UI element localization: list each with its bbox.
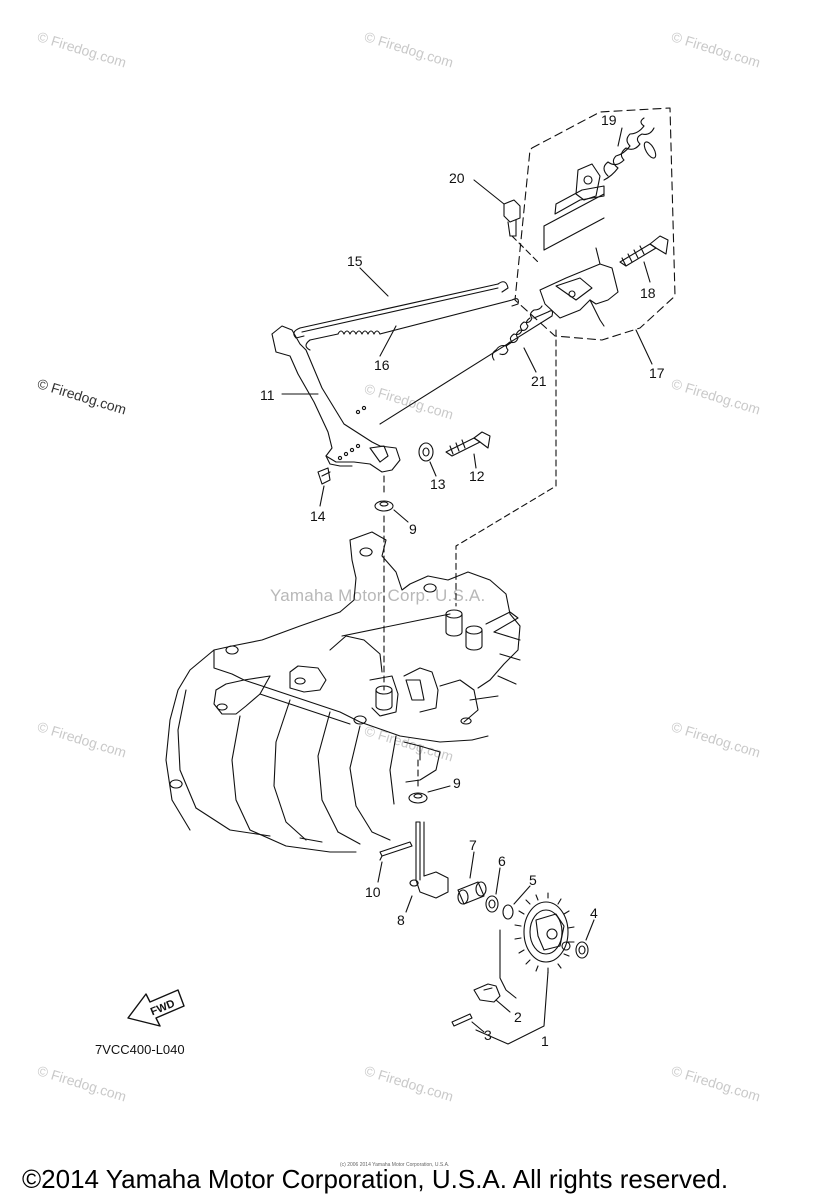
callout-21: 21 [531, 373, 547, 389]
leader-7 [469, 851, 475, 879]
lever-11 [271, 325, 401, 473]
callout-10: 10 [365, 884, 381, 900]
washer-4 [575, 941, 589, 959]
callout-5: 5 [529, 872, 537, 888]
callout-8: 8 [397, 912, 405, 928]
callout-6: 6 [498, 853, 506, 869]
leader-12 [473, 453, 477, 469]
spring-19 [603, 117, 657, 181]
callout-4: 4 [590, 905, 598, 921]
leader-1 [475, 971, 549, 1045]
callout-18: 18 [640, 285, 656, 301]
leader-18 [643, 261, 651, 283]
callout-20: 20 [449, 170, 465, 186]
callout-2: 2 [514, 1009, 522, 1025]
callout-3: 3 [484, 1027, 492, 1043]
callout-11: 11 [260, 387, 275, 403]
shaft-8 [409, 821, 449, 899]
callout-9-upper: 9 [409, 521, 417, 537]
clip-14 [317, 467, 331, 485]
leader-2 [495, 999, 511, 1013]
assembly-outline-17 [514, 107, 676, 341]
callout-12: 12 [469, 468, 485, 484]
leader-6 [495, 867, 501, 895]
diagram-code: 7VCC400-L040 [95, 1042, 185, 1057]
leader-4 [585, 919, 595, 941]
callout-17: 17 [649, 365, 665, 381]
callout-7: 7 [469, 837, 477, 853]
leader-17 [635, 329, 653, 365]
bracket-inset [543, 163, 605, 251]
leader-8 [405, 895, 413, 913]
washer-6 [485, 895, 499, 913]
leader-10 [377, 861, 383, 883]
leader-9-lower [427, 785, 451, 793]
bracket-17 [539, 247, 619, 327]
center-watermark: Yamaha Motor Corp. U.S.A. [270, 586, 486, 605]
leader-20 [473, 179, 505, 205]
leader-3 [471, 1021, 485, 1033]
callout-15: 15 [347, 253, 363, 269]
fine-print: (c) 2006 2014 Yamaha Motor Corporation, … [340, 1162, 450, 1168]
callout-19: 19 [601, 112, 617, 128]
callout-9-lower: 9 [453, 775, 461, 791]
spring-21 [491, 305, 554, 361]
washer-9-upper [374, 500, 394, 512]
leader-21 [523, 347, 537, 373]
copyright-notice: ©2014 Yamaha Motor Corporation, U.S.A. A… [22, 1164, 729, 1194]
leader-5 [513, 885, 531, 905]
spacer-7 [457, 881, 487, 905]
pin-3 [451, 1013, 473, 1027]
bolt-18 [619, 235, 669, 267]
leader-15 [359, 267, 389, 297]
gear-1 [514, 892, 575, 974]
rod-16 [305, 298, 519, 351]
callout-16: 16 [374, 357, 390, 373]
weight-2 [473, 983, 501, 1003]
washer-13 [418, 442, 434, 462]
gear-bracket-line [499, 929, 517, 999]
engine-casing [165, 531, 521, 853]
pin-10 [379, 841, 413, 861]
clip-5 [502, 904, 514, 920]
leader-21-line [379, 315, 553, 425]
callout-14: 14 [310, 508, 326, 524]
dashed-route [455, 329, 557, 607]
fwd-arrow-icon: FWD [127, 989, 185, 1027]
leader-19 [617, 127, 623, 147]
leader-20-dash [511, 235, 541, 265]
callout-1: 1 [541, 1033, 549, 1049]
leader-9-upper [393, 509, 409, 523]
bolt-20 [503, 199, 521, 237]
washer-9-lower [408, 792, 428, 804]
bolt-12 [445, 431, 491, 457]
callout-13: 13 [430, 476, 446, 492]
leader-16 [379, 325, 397, 357]
leader-14 [319, 485, 325, 507]
leader-13 [429, 461, 437, 477]
